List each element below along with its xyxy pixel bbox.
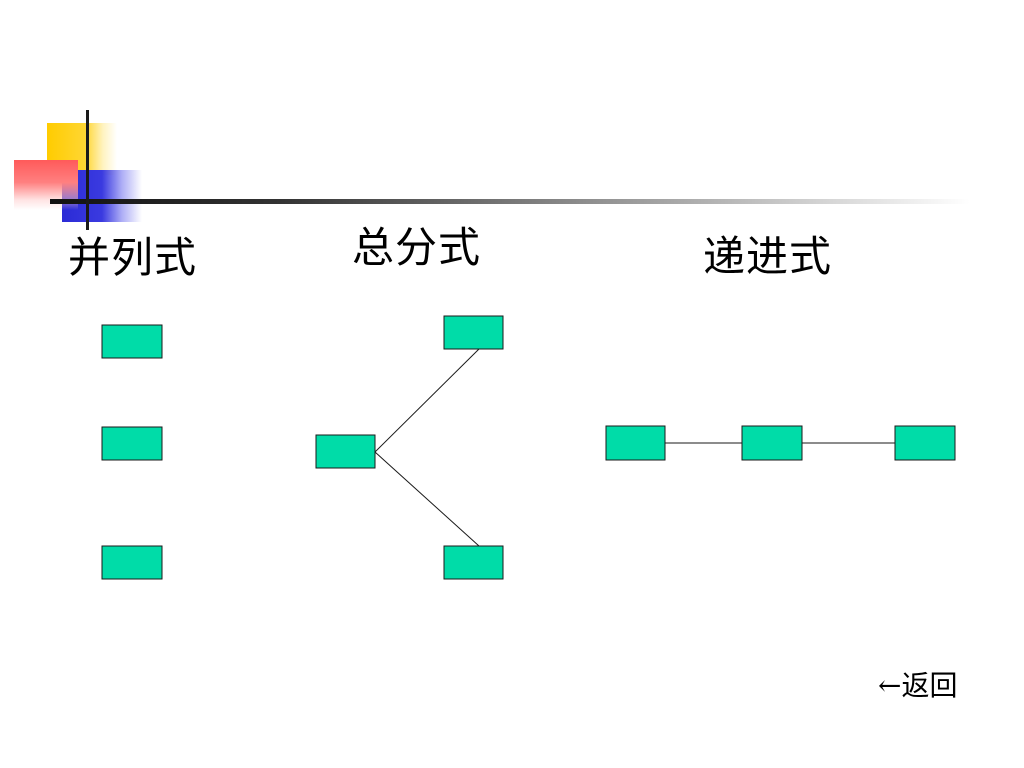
parallel-diagram [101,324,163,580]
parallel-box-2 [101,426,163,461]
general-branch-box-upper [443,315,504,350]
general-specific-diagram [315,315,504,580]
progressive-box-3 [894,425,956,461]
label-general-specific: 总分式 [352,223,482,272]
progressive-diagram [605,425,956,461]
general-root-box [315,434,376,469]
title-divider-line [50,199,970,204]
branch-line-upper [374,348,480,453]
branch-line-lower [374,451,480,547]
progressive-box-2 [741,425,803,461]
label-parallel: 并列式 [68,233,198,282]
parallel-box-1 [101,324,163,359]
progressive-box-1 [605,425,666,461]
back-link[interactable]: ←返回 [878,669,958,702]
parallel-box-3 [101,545,163,580]
label-progressive: 递进式 [703,232,833,281]
decorative-vertical-line [86,110,89,230]
general-branch-box-lower [443,545,504,580]
